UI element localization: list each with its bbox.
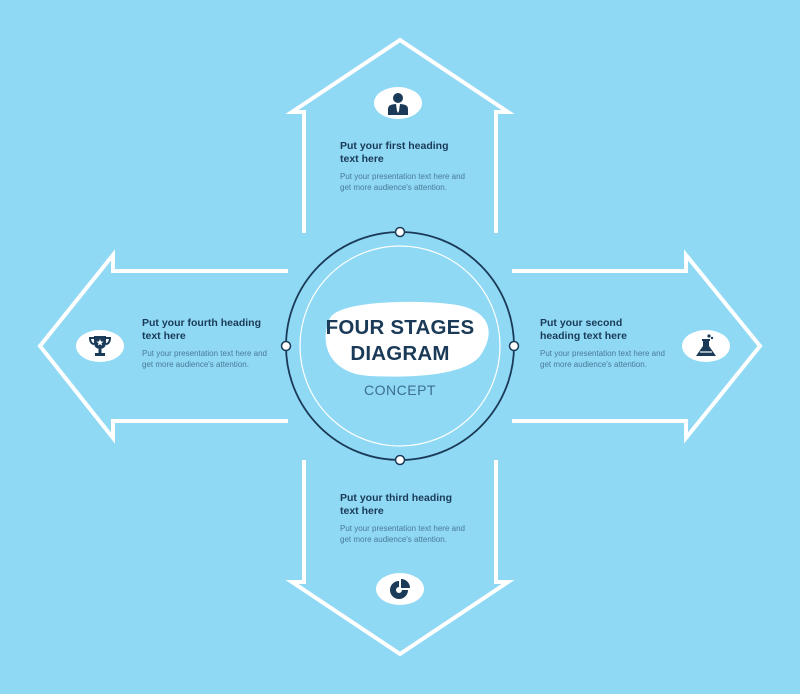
stage-fourth-icon-badge	[76, 330, 124, 362]
pie-chart-icon	[390, 579, 410, 599]
diagram-title-line1: FOUR STAGES	[325, 316, 475, 339]
arrow-down-outline	[285, 460, 515, 657]
stage-second-icon-badge	[682, 330, 730, 362]
diagram-subtitle: CONCEPT	[364, 382, 436, 398]
stage-fourth-heading: Put your fourth heading text here	[142, 317, 261, 342]
connector-dot-bottom	[394, 454, 406, 466]
diagram-title: FOUR STAGES DIAGRAM	[300, 315, 500, 367]
stage-first-body: Put your presentation text here and get …	[340, 172, 465, 192]
stage-second-block: Put your second heading text here Put yo…	[540, 317, 665, 370]
center-ring-inner	[299, 245, 501, 447]
arrow-left-outline	[37, 249, 288, 444]
stage-fourth-block: Put your fourth heading text here Put yo…	[142, 317, 267, 370]
connector-dot-right	[508, 340, 520, 352]
stage-first-block: Put your first heading text here Put you…	[340, 140, 465, 193]
stage-third-block: Put your third heading text here Put you…	[340, 492, 465, 545]
connector-dot-left	[280, 340, 292, 352]
stage-fourth-body: Put your presentation text here and get …	[142, 349, 267, 369]
stage-second-heading: Put your second heading text here	[540, 317, 627, 342]
stage-second-body: Put your presentation text here and get …	[540, 349, 665, 369]
diagram-title-line2: DIAGRAM	[350, 342, 450, 365]
user-icon	[388, 93, 408, 115]
flask-icon	[696, 334, 716, 356]
stage-third-body: Put your presentation text here and get …	[340, 524, 465, 544]
stage-third-heading: Put your third heading text here	[340, 492, 452, 517]
stage-first-icon-badge	[374, 87, 422, 119]
trophy-icon	[88, 336, 112, 356]
arrow-up-outline	[285, 37, 515, 233]
connector-dot-top	[394, 226, 406, 238]
stage-first-heading: Put your first heading text here	[340, 140, 449, 165]
arrow-right-outline	[512, 249, 763, 444]
stage-third-icon-badge	[376, 573, 424, 605]
title-blob	[325, 301, 489, 377]
